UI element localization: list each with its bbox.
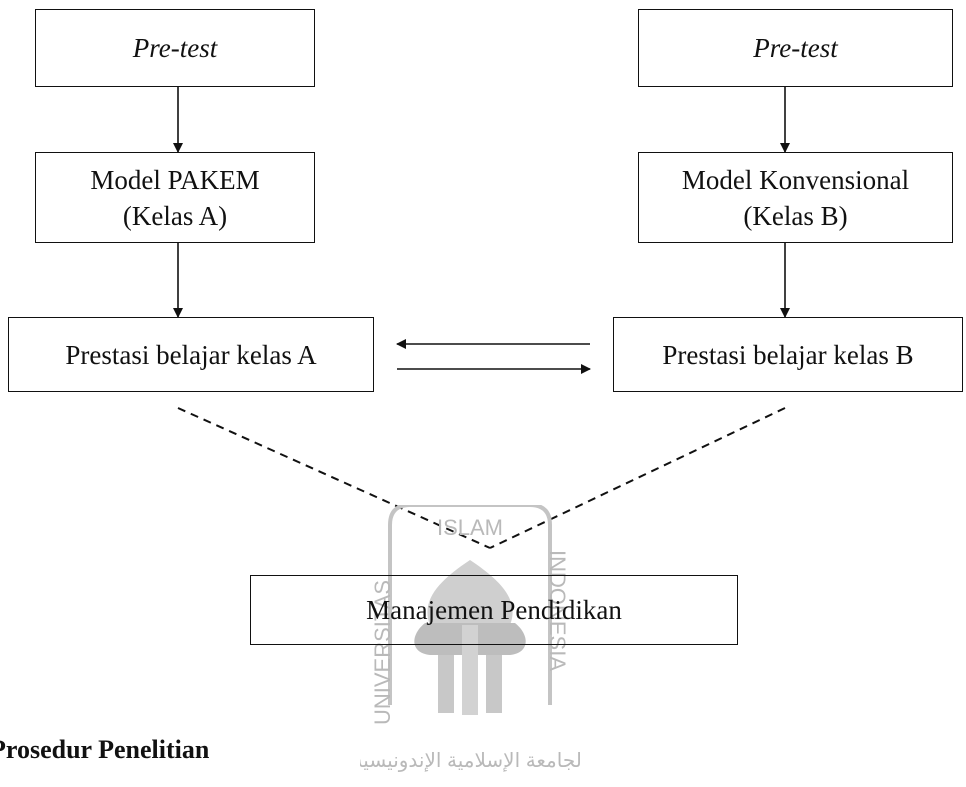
right-result-label: Prestasi belajar kelas B xyxy=(662,339,914,370)
left-result-label: Prestasi belajar kelas A xyxy=(65,339,317,370)
bottom-box: Manajemen Pendidikan xyxy=(250,575,738,645)
right-model-box: Model Konvensional (Kelas B) xyxy=(638,152,953,243)
bottom-label: Manajemen Pendidikan xyxy=(366,595,622,625)
right-pretest-box: Pre-test xyxy=(638,9,953,87)
left-model-line1: Model PAKEM xyxy=(90,164,260,195)
left-pretest-label: Pre-test xyxy=(132,33,218,63)
dashed-line-left xyxy=(177,407,491,549)
left-model-line2: (Kelas A) xyxy=(122,200,228,231)
right-result-box: Prestasi belajar kelas B xyxy=(613,317,963,392)
left-result-box: Prestasi belajar kelas A xyxy=(8,317,374,392)
right-model-line1: Model Konvensional xyxy=(681,164,910,195)
right-pretest-label: Pre-test xyxy=(753,33,838,63)
right-model-line2: (Kelas B) xyxy=(743,200,848,231)
section-heading: Prosedur Penelitian xyxy=(0,735,210,764)
dashed-line-right xyxy=(489,407,786,549)
left-model-box: Model PAKEM (Kelas A) xyxy=(35,152,315,243)
left-pretest-box: Pre-test xyxy=(35,9,315,87)
